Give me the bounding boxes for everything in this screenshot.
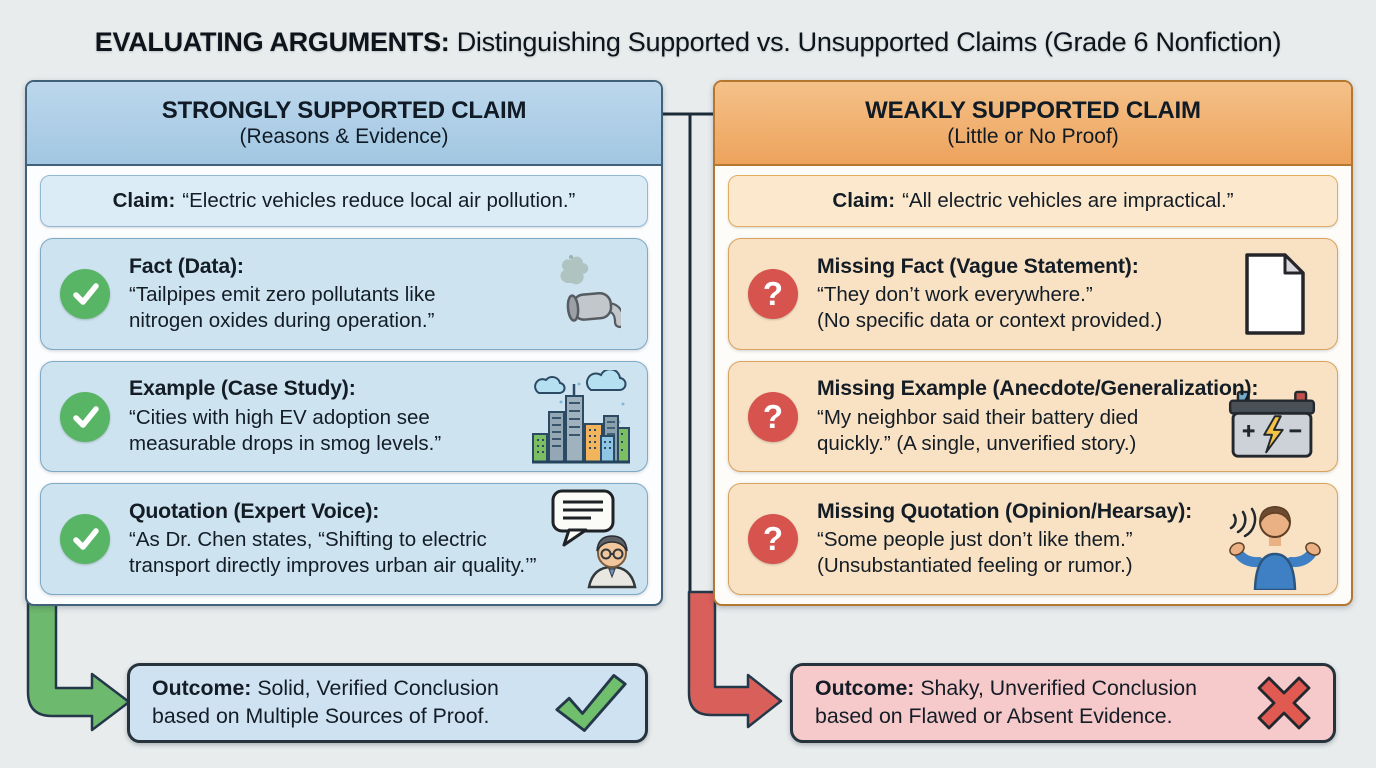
example-line-1: “Cities with high EV adoption see: [129, 405, 430, 429]
weak-outcome-box: Outcome: Shaky, Unverified Conclusion ba…: [790, 663, 1336, 743]
missing-fact-heading: Missing Fact (Vague Statement):: [817, 253, 1139, 278]
quotation-line-2: transport directly improves urban air qu…: [129, 554, 537, 578]
weak-panel-subtitle: (Little or No Proof): [947, 124, 1119, 148]
claim-text: “All electric vehicles are impractical.”: [902, 189, 1234, 212]
fact-card-content: Fact (Data): “Tailpipes emit zero pollut…: [110, 254, 635, 335]
outcome-check-icon: [555, 674, 627, 732]
missing-quotation-line-2: (Unsubstantiated feeling or rumor.): [817, 554, 1133, 578]
supported-panel-header: STRONGLY SUPPORTED CLAIM (Reasons & Evid…: [27, 82, 661, 166]
shrug-person-icon: [1229, 506, 1321, 591]
example-card-content: Example (Case Study): “Cities with high …: [110, 376, 635, 457]
outcome-line-2: based on Multiple Sources of Proof.: [152, 704, 490, 728]
question-badge: ?: [748, 391, 798, 442]
supported-panel-subtitle: (Reasons & Evidence): [239, 124, 449, 148]
example-heading: Example (Case Study):: [129, 376, 356, 401]
supported-claim-box: Claim: “Electric vehicles reduce local a…: [40, 175, 648, 227]
missing-fact-line-2: (No specific data or context provided.): [817, 309, 1163, 333]
claim-label: Claim:: [112, 189, 176, 212]
question-badge: ?: [748, 514, 798, 565]
expert-quote-icon: [551, 489, 637, 589]
weak-panel-body: Claim: “All electric vehicles are imprac…: [715, 166, 1351, 604]
missing-quotation-card: ? Missing Quotation (Opinion/Hearsay): “…: [728, 483, 1338, 596]
fact-line-1: “Tailpipes emit zero pollutants like: [129, 283, 436, 307]
title-prefix: EVALUATING ARGUMENTS:: [94, 27, 450, 57]
outcome-x-icon: [1257, 676, 1311, 730]
document-icon: [1245, 253, 1305, 335]
check-icon: [72, 405, 99, 428]
supported-outcome-text: Outcome: Solid, Verified Conclusion base…: [152, 675, 547, 730]
outcome-line-1: Shaky, Unverified Conclusion: [920, 676, 1197, 701]
weak-panel-title: WEAKLY SUPPORTED CLAIM: [865, 96, 1201, 124]
check-icon: [72, 528, 99, 550]
check-badge: [60, 268, 110, 319]
example-card: Example (Case Study): “Cities with high …: [40, 360, 648, 473]
fact-heading: Fact (Data):: [129, 253, 244, 278]
outcome-line-2: based on Flawed or Absent Evidence.: [815, 704, 1173, 728]
missing-quotation-content: Missing Quotation (Opinion/Hearsay): “So…: [798, 499, 1325, 580]
claim-text: “Electric vehicles reduce local air poll…: [182, 189, 576, 212]
outcome-check-mark: [553, 671, 629, 735]
outcome-label: Outcome:: [152, 676, 252, 701]
missing-fact-content: Missing Fact (Vague Statement): “They do…: [798, 254, 1325, 335]
supported-panel-title: STRONGLY SUPPORTED CLAIM: [161, 96, 527, 124]
missing-fact-card: ? Missing Fact (Vague Statement): “They …: [728, 238, 1338, 350]
city-icon: [532, 369, 630, 464]
tailpipe-icon: [560, 255, 621, 329]
supported-panel-body: Claim: “Electric vehicles reduce local a…: [27, 166, 661, 604]
missing-example-card: ? Missing Example (Anecdote/Generalizati…: [728, 360, 1338, 473]
outcome-x-mark: [1251, 672, 1317, 734]
check-badge: [60, 514, 110, 565]
missing-example-heading: Missing Example (Anecdote/Generalization…: [817, 376, 1259, 401]
fact-line-2: nitrogen oxides during operation.”: [129, 309, 435, 333]
page-title: EVALUATING ARGUMENTS: Distinguishing Sup…: [0, 27, 1376, 58]
red-arrow: [687, 590, 783, 729]
quotation-heading: Quotation (Expert Voice):: [129, 498, 380, 523]
check-icon: [72, 283, 99, 305]
green-arrow: [26, 594, 131, 732]
quotation-line-1: “As Dr. Chen states, “Shifting to electr…: [129, 528, 487, 552]
battery-icon: [1228, 391, 1316, 458]
quotation-card: Quotation (Expert Voice): “As Dr. Chen s…: [40, 483, 648, 596]
fact-card: Fact (Data): “Tailpipes emit zero pollut…: [40, 238, 648, 350]
outcome-line-1: Solid, Verified Conclusion: [257, 676, 499, 701]
outcome-label: Outcome:: [815, 676, 915, 701]
check-badge: [60, 391, 110, 442]
weak-claim-panel: WEAKLY SUPPORTED CLAIM (Little or No Pro…: [713, 80, 1353, 606]
missing-fact-line-1: “They don’t work everywhere.”: [817, 283, 1093, 307]
missing-example-content: Missing Example (Anecdote/Generalization…: [798, 376, 1325, 457]
title-rest: Distinguishing Supported vs. Unsupported…: [456, 27, 1282, 57]
missing-example-line-2: quickly.” (A single, unverified story.): [817, 431, 1137, 455]
quotation-card-content: Quotation (Expert Voice): “As Dr. Chen s…: [110, 499, 635, 580]
weak-claim-box: Claim: “All electric vehicles are imprac…: [728, 175, 1338, 227]
weak-panel-header: WEAKLY SUPPORTED CLAIM (Little or No Pro…: [715, 82, 1351, 166]
supported-outcome-box: Outcome: Solid, Verified Conclusion base…: [127, 663, 648, 743]
missing-quotation-line-1: “Some people just don’t like them.”: [817, 528, 1133, 552]
example-line-2: measurable drops in smog levels.”: [129, 431, 442, 455]
supported-claim-panel: STRONGLY SUPPORTED CLAIM (Reasons & Evid…: [25, 80, 663, 606]
claim-label: Claim:: [832, 189, 896, 212]
question-badge: ?: [748, 268, 798, 319]
weak-outcome-text: Outcome: Shaky, Unverified Conclusion ba…: [815, 675, 1245, 730]
missing-quotation-heading: Missing Quotation (Opinion/Hearsay):: [817, 498, 1192, 523]
missing-example-line-1: “My neighbor said their battery died: [817, 405, 1139, 429]
